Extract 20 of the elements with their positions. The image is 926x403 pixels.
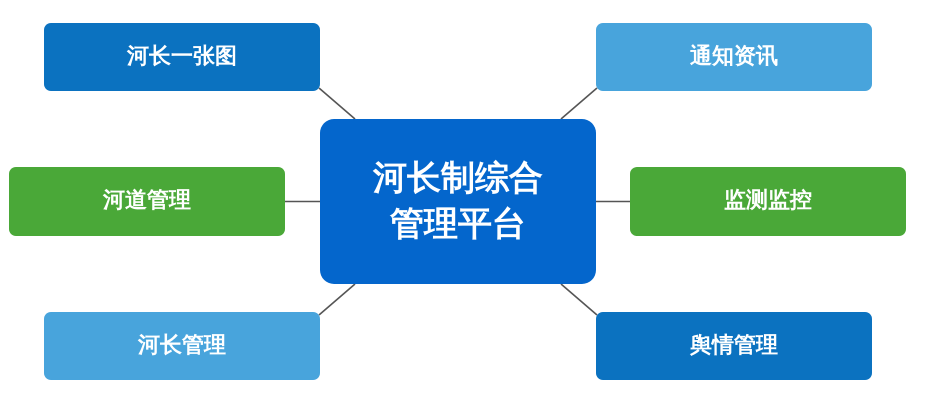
platform-box xyxy=(320,119,596,284)
node-label: 通知资讯 xyxy=(690,44,778,70)
module-box xyxy=(44,312,320,380)
module-box xyxy=(44,23,320,91)
module-box xyxy=(9,167,285,236)
connector-line xyxy=(318,87,356,120)
module-box xyxy=(630,167,906,236)
node-label: 舆情管理 xyxy=(690,332,778,360)
connector-line xyxy=(596,200,630,202)
node-label: 河长一张图 xyxy=(127,44,237,70)
node-label: 河道管理 xyxy=(103,188,191,215)
module-box xyxy=(596,312,872,380)
connector-line xyxy=(560,283,598,316)
node-label: 监测监控 xyxy=(724,188,812,215)
module-box xyxy=(596,23,872,91)
connector-line xyxy=(285,200,320,202)
connector-line xyxy=(318,283,356,316)
connector-line xyxy=(560,87,598,120)
node-label: 河长管理 xyxy=(138,332,226,360)
node-label: 河长制综合管理平台 xyxy=(372,156,544,246)
